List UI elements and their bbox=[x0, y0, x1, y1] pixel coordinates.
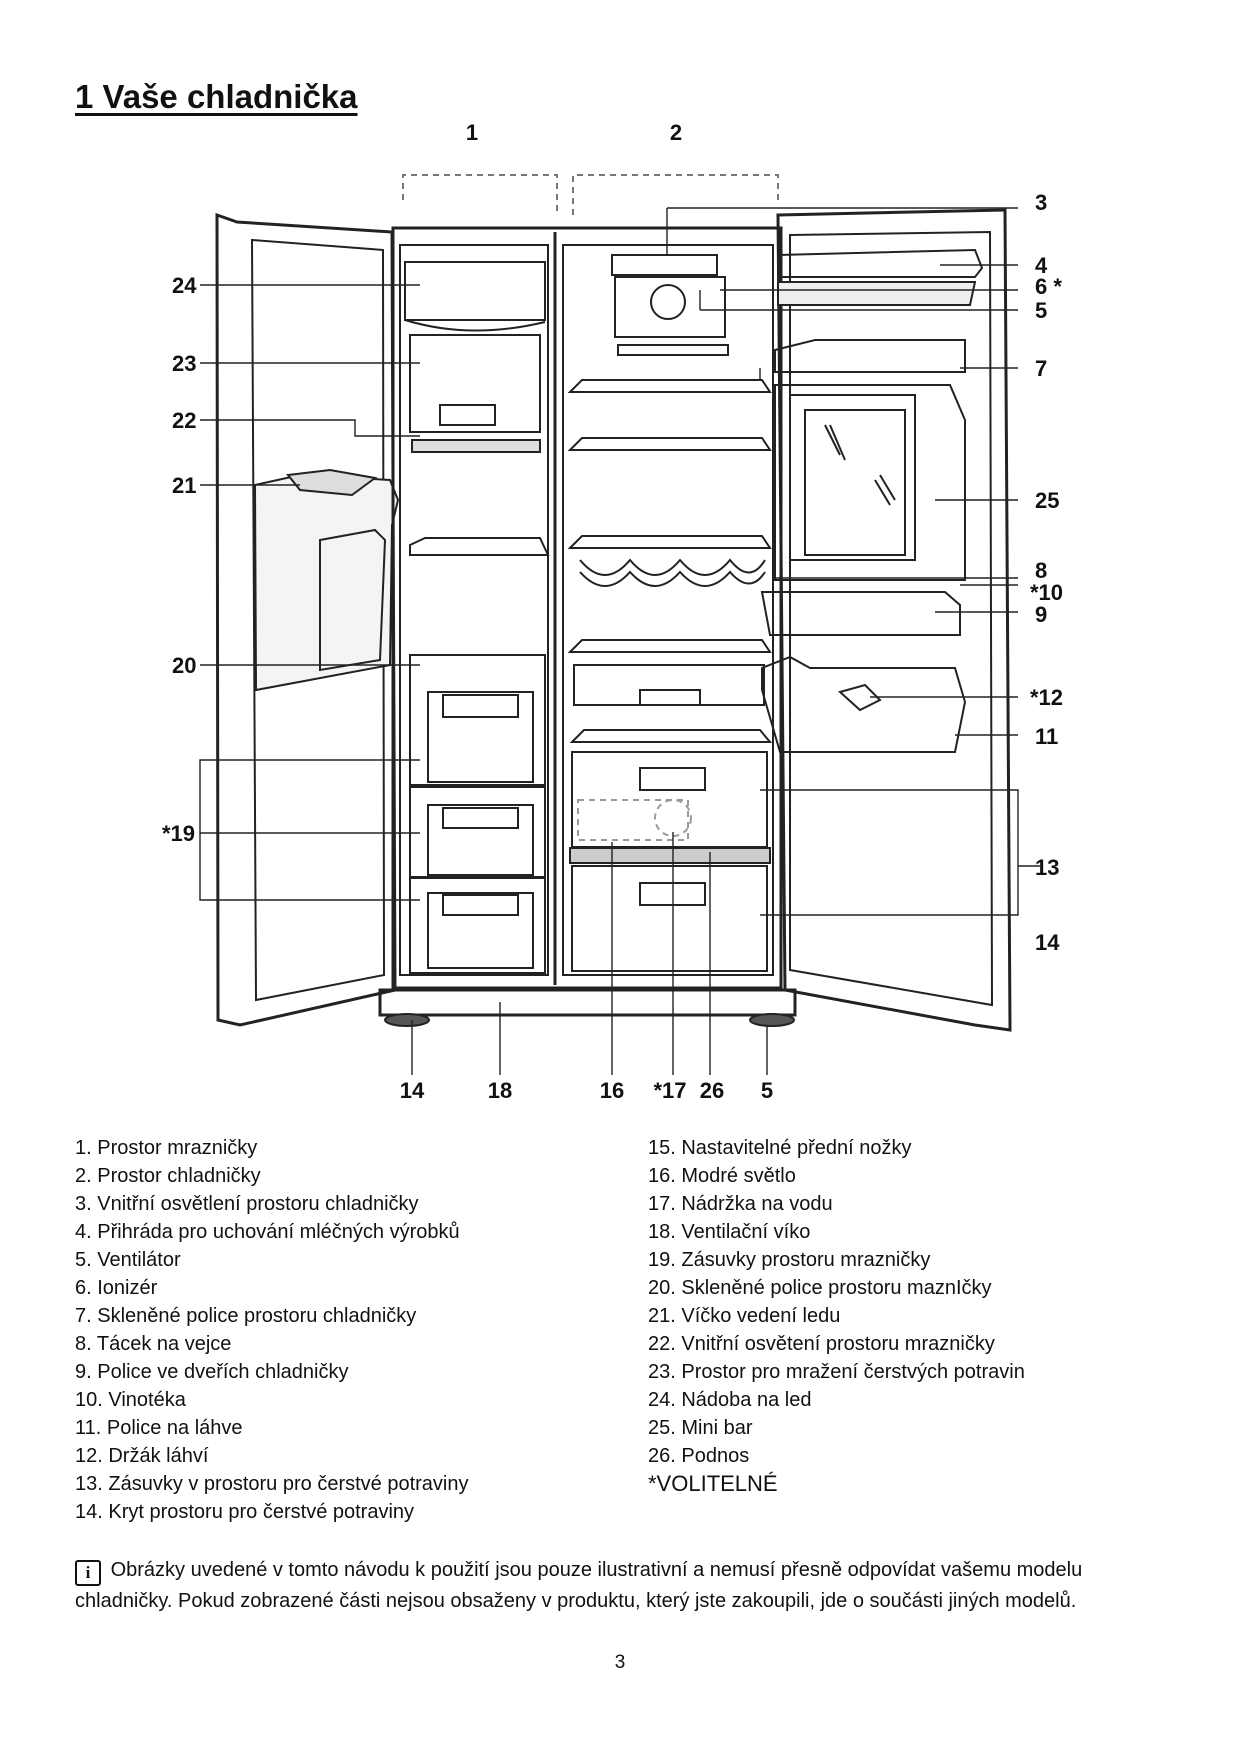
legend-item: 17. Nádržka na vodu bbox=[648, 1193, 833, 1215]
legend-item: 26. Podnos bbox=[648, 1445, 750, 1467]
info-note-text: Obrázky uvedené v tomto návodu k použití… bbox=[75, 1559, 1083, 1612]
callout-5-bottom: 5 bbox=[761, 1078, 773, 1103]
callout-13: 13 bbox=[1035, 855, 1059, 880]
legend-item: 22. Vnitřní osvětení prostoru mrazničky bbox=[648, 1333, 995, 1355]
legend-item: 1. Prostor mrazničky bbox=[75, 1137, 258, 1159]
legend-left-column: 1. Prostor mrazničky 2. Prostor chladnič… bbox=[75, 1134, 469, 1526]
callout-2: 2 bbox=[670, 120, 682, 145]
callout-4: 4 bbox=[1035, 253, 1048, 278]
legend-item: 23. Prostor pro mražení čerstvých potrav… bbox=[648, 1361, 1025, 1383]
callout-22: 22 bbox=[172, 408, 196, 433]
legend-item: 21. Víčko vedení ledu bbox=[648, 1305, 841, 1327]
legend-item: 13. Zásuvky v prostoru pro čerstvé potra… bbox=[75, 1473, 469, 1495]
callout-3: 3 bbox=[1035, 190, 1047, 215]
callout-19: *19 bbox=[162, 821, 195, 846]
callout-23: 23 bbox=[172, 351, 196, 376]
callout-25: 25 bbox=[1035, 488, 1059, 513]
callout-26: 26 bbox=[700, 1078, 724, 1103]
callout-8: 8 bbox=[1035, 558, 1047, 583]
callout-10: *10 bbox=[1030, 580, 1063, 605]
legend-item: 25. Mini bar bbox=[648, 1417, 753, 1439]
info-note: i Obrázky uvedené v tomto návodu k použi… bbox=[75, 1555, 1175, 1616]
callout-14-right: 14 bbox=[1035, 930, 1060, 955]
callout-6: 6 * bbox=[1035, 274, 1062, 299]
legend-item: 15. Nastavitelné přední nožky bbox=[648, 1137, 912, 1159]
optional-note: *VOLITELNÉ bbox=[648, 1471, 778, 1496]
legend-item: 10. Vinotéka bbox=[75, 1389, 186, 1411]
legend-item: 12. Držák láhví bbox=[75, 1445, 209, 1467]
legend-item: 20. Skleněné police prostoru maznIčky bbox=[648, 1277, 992, 1299]
legend-item: 6. Ionizér bbox=[75, 1277, 158, 1299]
legend-right-column: 15. Nastavitelné přední nožky 16. Modré … bbox=[648, 1134, 1025, 1498]
legend-item: 2. Prostor chladničky bbox=[75, 1165, 261, 1187]
callout-5: 5 bbox=[1035, 298, 1047, 323]
legend-item: 11. Police na láhve bbox=[75, 1417, 243, 1439]
callout-12: *12 bbox=[1030, 685, 1063, 710]
legend-item: 5. Ventilátor bbox=[75, 1249, 181, 1271]
callout-18: 18 bbox=[488, 1078, 512, 1103]
callout-24: 24 bbox=[172, 273, 197, 298]
page-number: 3 bbox=[614, 1652, 626, 1673]
callout-7: 7 bbox=[1035, 356, 1047, 381]
legend-item: 9. Police ve dveřích chladničky bbox=[75, 1361, 349, 1383]
callout-9: 9 bbox=[1035, 602, 1047, 627]
callout-16: 16 bbox=[600, 1078, 624, 1103]
legend-item: 18. Ventilační víko bbox=[648, 1221, 811, 1243]
callout-11: 11 bbox=[1035, 724, 1058, 749]
legend-item: 14. Kryt prostoru pro čerstvé potraviny bbox=[75, 1501, 415, 1523]
callout-17: *17 bbox=[653, 1078, 686, 1103]
legend-item: 19. Zásuvky prostoru mrazničky bbox=[648, 1249, 931, 1271]
callout-14-bottom: 14 bbox=[400, 1078, 425, 1103]
callout-1: 1 bbox=[466, 120, 478, 145]
callout-20: 20 bbox=[172, 653, 196, 678]
legend-item: 7. Skleněné police prostoru chladničky bbox=[75, 1305, 417, 1327]
legend-item: 8. Tácek na vejce bbox=[75, 1333, 232, 1355]
info-icon: i bbox=[75, 1560, 101, 1586]
fridge-diagram: 1 2 3 4 6 * 5 7 25 8 *10 9 *12 11 13 14 … bbox=[162, 120, 1063, 1103]
legend-item: 4. Přihráda pro uchování mléčných výrobk… bbox=[75, 1221, 460, 1243]
page-title: 1 Vaše chladnička bbox=[75, 78, 358, 115]
callout-21: 21 bbox=[172, 473, 196, 498]
legend-item: 24. Nádoba na led bbox=[648, 1389, 812, 1411]
legend-item: 3. Vnitřní osvětlení prostoru chladničky bbox=[75, 1193, 419, 1215]
legend-item: 16. Modré světlo bbox=[648, 1165, 796, 1187]
